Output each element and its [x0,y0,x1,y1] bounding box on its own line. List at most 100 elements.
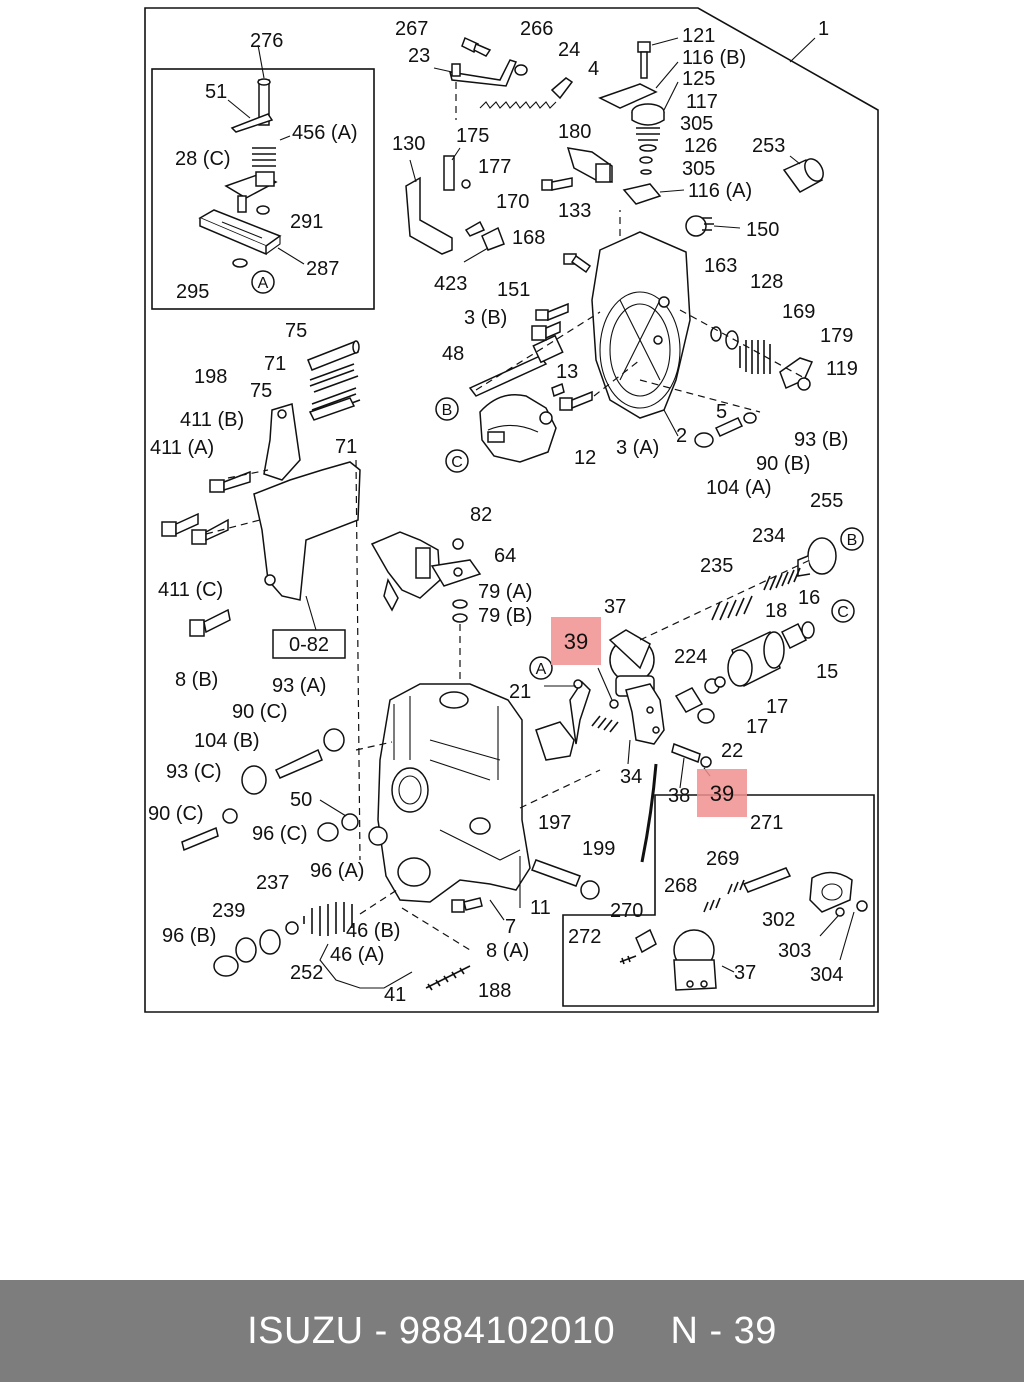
washer-291 [256,205,270,215]
spring-24 [479,101,557,109]
callout-label: 104 (A) [706,477,772,499]
bolt-133 [541,177,573,191]
callout-label: 456 (A) [292,122,358,144]
callout-label: 116 (B) [682,47,746,69]
callout-label: 170 [496,191,529,213]
callout-label: 253 [752,135,785,157]
screw-170 [464,220,486,237]
reference-letter: A [536,661,547,678]
callout-label: 24 [558,39,580,61]
callout-label: 302 [762,909,795,931]
spring-46 [303,902,353,936]
bolt-411a [161,512,199,537]
reference-letter: B [847,532,858,549]
plug-22 [697,708,715,724]
callout-label: 17 [766,696,788,718]
callout-label: 130 [392,133,425,155]
washer-79a [452,599,468,609]
pin-197 [531,859,581,887]
highlight-label: 39 [710,781,734,806]
callout-label: 96 (C) [252,823,308,845]
bolt-151 [535,302,569,322]
spring-71 [309,363,359,393]
nut-304 [856,900,868,912]
washer-93b [743,412,757,424]
callout-label: 179 [820,325,853,347]
callout-label: 8 (A) [486,940,529,962]
callout-label: 224 [674,646,707,668]
callout-label: 255 [810,490,843,512]
callout-label: 235 [700,555,733,577]
callout-label: 90 (C) [148,803,204,825]
footer-bar: ISUZU - 9884102010 N - 39 [0,1280,1024,1382]
ball-199 [580,880,600,900]
bolt-411c [191,518,229,545]
callout-label: 133 [558,200,591,222]
leader-1 [789,37,816,63]
callout-label: 305 [682,158,715,180]
reference-circle [831,599,855,623]
callout-label: 237 [256,872,289,894]
reference-circle [529,656,553,680]
callout-label: 93 (B) [794,429,848,451]
circled-reference: A [251,270,275,294]
callout-label: 252 [290,962,323,984]
washer-303 [835,907,845,917]
highlight-label: 39 [564,629,588,654]
reference-box [272,629,346,659]
housing-37-inset [673,929,717,991]
washer-15 [801,621,815,639]
pump-housing-lower [377,683,531,903]
nut-16 [780,622,808,650]
clip-177 [461,179,471,189]
callout-label: 119 [826,358,858,380]
highlight-box [697,769,747,817]
callout-label: 303 [778,940,811,962]
reference-circle [435,397,459,421]
lever-116b [598,61,679,109]
callout-label: 169 [782,301,815,323]
callout-label: 198 [194,366,227,388]
cylinder-18 [727,630,785,688]
callout-label: 96 (B) [162,925,216,947]
bracket-21 [535,679,591,761]
spring-169 [739,340,771,374]
rod-271 [742,867,792,893]
plug-104b [241,765,267,795]
cap-255 [797,537,837,577]
callout-label: 175 [456,125,489,147]
washer-96a [368,826,388,846]
callout-label: 93 (A) [272,675,326,697]
washer-128 [725,330,739,350]
callout-label: 21 [509,681,531,703]
spring-34 [591,715,619,733]
callout-label: 90 (B) [756,453,810,475]
sleeve-270 [635,928,657,954]
callout-label: 15 [816,661,838,683]
lever-assembly-64 [370,531,482,612]
screw-90b [714,417,744,437]
nut-50 [341,813,359,831]
circled-reference: B [840,527,864,551]
callout-label: 272 [568,926,601,948]
callout-label: 90 (C) [232,701,288,723]
lever-198 [263,403,301,481]
bolt-3a [559,390,593,411]
clip-39b [609,699,619,709]
bracket-423 [463,226,505,263]
bracket-130 [405,159,453,255]
callout-label: 11 [530,897,551,919]
callout-label: 125 [682,68,715,90]
screw-267 [461,36,492,57]
callout-label: 46 (B) [346,920,400,942]
spring-268 [703,897,721,913]
sleeve-253 [782,155,824,193]
callout-label: 121 [682,25,715,47]
callout-label: 117 [686,91,718,113]
callout-label: 180 [558,121,591,143]
washer-305b [640,169,652,175]
callout-label: 116 (A) [688,180,752,202]
washer-163 [710,326,722,342]
governor-cover [253,461,361,631]
